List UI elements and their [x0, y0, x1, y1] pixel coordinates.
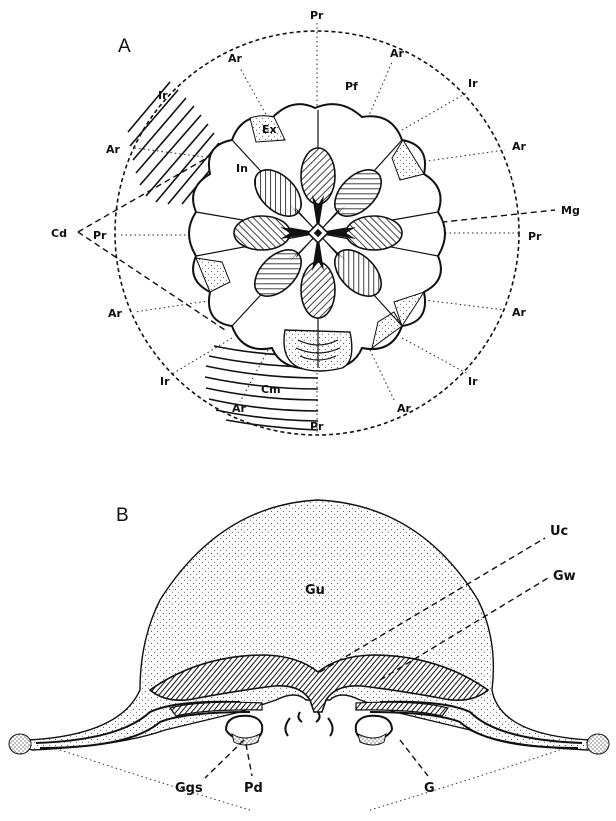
label-ggs: Ggs	[175, 781, 203, 796]
label-pr-bottom: Pr	[310, 420, 324, 433]
label-pr-top: Pr	[310, 9, 324, 22]
panel-a: A	[51, 9, 580, 435]
label-ir-top-left: Ir	[158, 89, 168, 102]
label-uc: Uc	[550, 524, 568, 539]
panel-b: B	[9, 500, 609, 810]
label-gu: Gu	[305, 583, 325, 598]
panel-a-label: A	[118, 36, 131, 57]
label-ir-bottom-left: Ir	[160, 375, 170, 388]
label-ar-left-upper: Ar	[106, 143, 121, 156]
label-ir-top-right: Ir	[468, 77, 478, 90]
margin-dotted-lines	[30, 740, 590, 810]
label-ex: Ex	[262, 123, 277, 136]
label-ar-right-lower: Ar	[512, 306, 527, 319]
label-pd: Pd	[244, 781, 263, 796]
label-ir-bottom-right: Ir	[468, 375, 478, 388]
label-ar-bottom-right: Ar	[397, 402, 412, 415]
label-ar-top-left: Ar	[228, 52, 243, 65]
label-ar-top-right: Ar	[390, 47, 405, 60]
label-ar-right-upper: Ar	[512, 140, 527, 153]
label-mg: Mg	[561, 204, 580, 217]
label-pf: Pf	[345, 80, 358, 93]
gonad-right	[358, 734, 386, 745]
label-cm: Cm	[261, 383, 281, 396]
label-pr-right: Pr	[528, 230, 542, 243]
label-cd: Cd	[51, 227, 67, 240]
label-ar-bottom-left: Ar	[232, 402, 247, 415]
umbrella-dome	[27, 500, 592, 750]
label-in: In	[236, 162, 248, 175]
bell-body	[189, 104, 445, 371]
label-ar-left-lower: Ar	[108, 307, 123, 320]
gonad-left	[232, 734, 260, 745]
label-pr-left: Pr	[93, 229, 107, 242]
label-gw: Gw	[553, 569, 576, 584]
gonad-structures	[226, 712, 392, 740]
label-g: G	[424, 781, 435, 796]
panel-b-label: B	[116, 505, 129, 526]
